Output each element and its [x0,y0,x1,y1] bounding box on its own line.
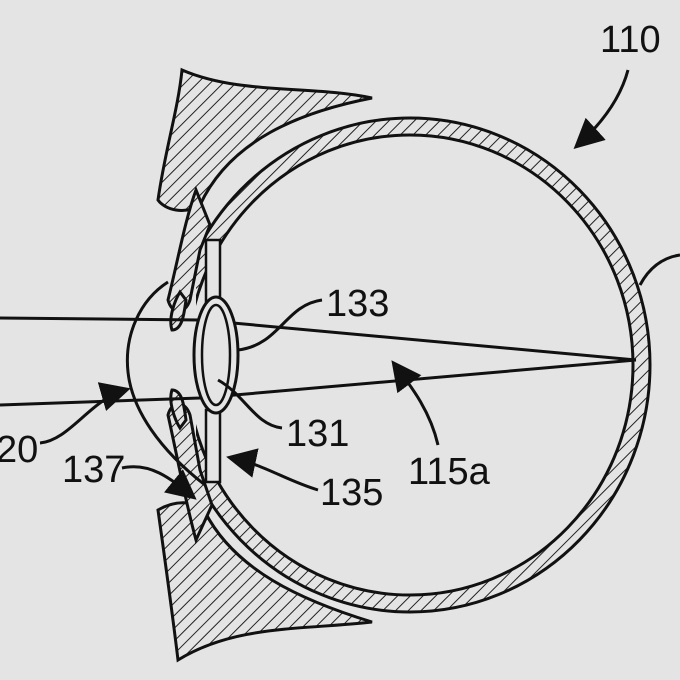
leader-20 [39,382,131,445]
leader-133 [237,298,323,352]
light-ray-upper [0,316,637,362]
label-137: 137 [62,449,125,491]
lower-eyelid [156,501,373,663]
sclera [196,116,652,614]
leader-110 [573,69,630,150]
label-131: 131 [286,413,349,455]
label-133: 133 [326,283,389,325]
label-115a: 115a [408,451,491,493]
zonule-lower [204,408,222,484]
label-110: 110 [600,19,661,61]
cornea [125,280,206,487]
light-ray-lower [0,358,637,407]
lens-capsule [192,295,240,415]
zonule-upper [204,238,222,304]
leader-137 [121,465,197,500]
label-135: 135 [320,472,383,514]
leader-retina [638,253,680,286]
lens [200,303,232,407]
upper-eyelid [156,67,373,212]
leader-131 [217,378,283,430]
ciliary-body-upper [166,185,212,313]
leader-135 [226,448,319,492]
label-20: 20 [0,429,38,471]
leader-115a [391,360,440,446]
